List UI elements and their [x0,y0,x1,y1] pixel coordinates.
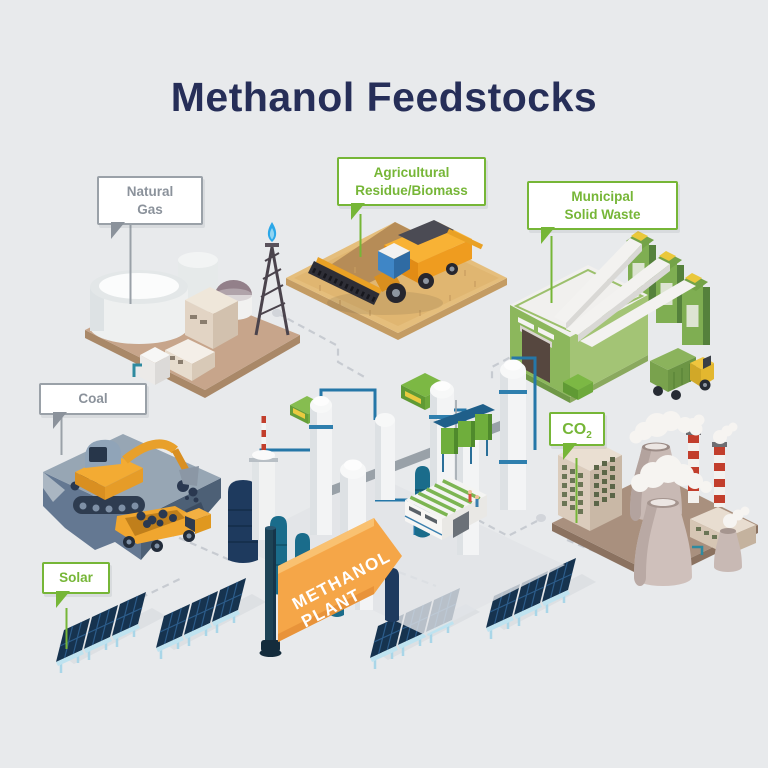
garbage-truck [650,348,714,400]
cab-window [378,251,394,279]
boom-arm [122,439,178,464]
callout-municipal-line1: Municipal [571,189,634,204]
gas-buildings [132,287,238,385]
sign-pole [265,528,276,650]
conveyor-ramps [554,238,696,347]
callout-municipal-line2: Solid Waste [564,206,641,222]
callout-natural-gas: Natural Gas [97,176,203,240]
pipe-rack-trestle [433,404,495,472]
office-building [558,439,622,531]
cooling-tower-front [634,498,742,586]
auger [446,228,484,250]
grain-tank [398,220,454,245]
warehouse [404,477,487,540]
callout-agricultural-line1: Agricultural [373,165,450,180]
page-title: Methanol Feedstocks [170,74,598,120]
dump-truck [115,506,211,552]
callout-coal-line1: Coal [78,391,108,406]
callout-solar-line1: Solar [59,570,93,585]
callout-coal: Coal [39,383,147,429]
callout-tail [541,227,555,245]
callout-tail [563,443,577,460]
bucket [179,466,199,486]
excavator [73,439,199,514]
callout-solar: Solar [42,562,110,608]
callout-agricultural: Agricultural Residue/Biomass [337,157,486,221]
callout-tail [111,222,125,240]
workers [468,490,479,507]
callout-tail [53,411,67,429]
callout-natural-gas-line1: Natural [126,184,174,199]
waste-facility-illustration [510,231,714,403]
callout-natural-gas-line2: Gas [137,201,163,217]
flare-column [249,416,278,540]
garage-door [522,329,550,383]
callout-municipal: Municipal Solid Waste [527,181,678,245]
natural-gas-facility-illustration [85,222,300,398]
callout-co2: CO2 [549,412,605,460]
crop-field-illustration [286,220,507,340]
steam-clouds [629,411,750,528]
gas-storage-tank [90,270,188,344]
coal-mine-illustration [43,434,221,560]
callout-co2-subscript: 2 [586,430,592,442]
callout-co2-base: CO [562,421,587,438]
combine-harvester [308,220,484,315]
callout-tail [56,590,70,608]
callout-tail [351,203,365,221]
flare-derrick [254,222,290,336]
power-plant-illustration [552,411,758,586]
sign-board [278,518,402,642]
callout-agricultural-line2: Residue/Biomass [355,182,468,198]
